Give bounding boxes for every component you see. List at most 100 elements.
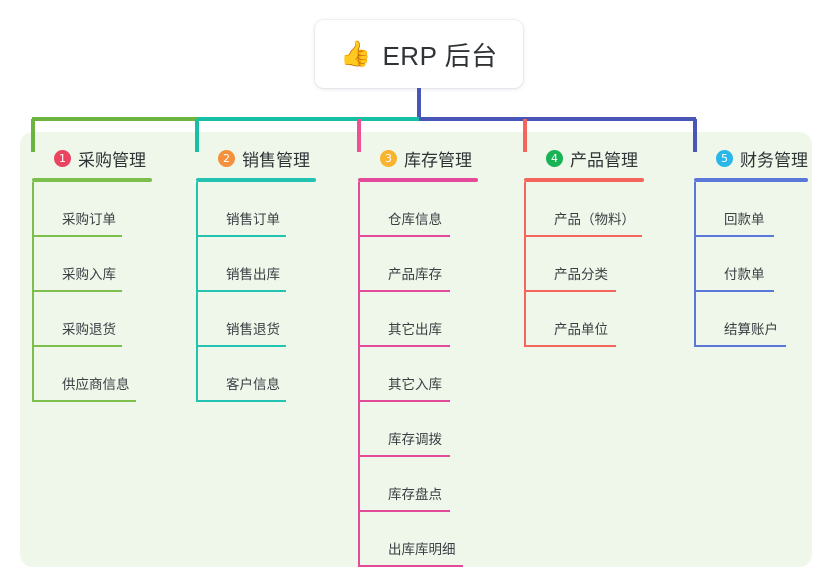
leaf-underline <box>524 235 642 237</box>
branch-title: 产品管理 <box>570 150 638 170</box>
leaf-underline <box>32 235 122 237</box>
branch-title: 财务管理 <box>740 150 808 170</box>
leaf-underline <box>358 290 450 292</box>
leaf-label: 产品库存 <box>388 267 442 282</box>
leaf-label: 采购退货 <box>62 322 116 337</box>
branch-underline <box>358 178 478 182</box>
branch-trunk-line <box>524 182 526 347</box>
leaf-item[interactable]: 回款单 <box>694 182 839 237</box>
leaf-label: 库存盘点 <box>388 487 442 502</box>
leaf-item[interactable]: 产品单位 <box>524 292 694 347</box>
leaf-underline <box>32 400 136 402</box>
leaf-item[interactable]: 库存调拨 <box>358 402 528 457</box>
leaf-item[interactable]: 付款单 <box>694 237 839 292</box>
branch-number-badge: 5 <box>716 149 733 167</box>
leaf-item[interactable]: 客户信息 <box>196 347 356 402</box>
branch-header[interactable]: 3 库存管理 <box>358 145 528 171</box>
leaf-list: 采购订单采购入库采购退货供应商信息 <box>32 182 192 402</box>
leaf-underline <box>694 290 774 292</box>
leaf-item[interactable]: 供应商信息 <box>32 347 192 402</box>
branch-underline <box>694 178 808 182</box>
leaf-underline <box>196 345 286 347</box>
leaf-list: 销售订单销售出库销售退货客户信息 <box>196 182 356 402</box>
leaf-list: 仓库信息产品库存其它出库其它入库库存调拨库存盘点出库库明细 <box>358 182 528 567</box>
leaf-label: 产品单位 <box>554 322 608 337</box>
leaf-label: 其它出库 <box>388 322 442 337</box>
leaf-label: 采购入库 <box>62 267 116 282</box>
leaf-item[interactable]: 其它入库 <box>358 347 528 402</box>
leaf-underline <box>358 235 450 237</box>
branch-trunk-line <box>358 182 360 567</box>
leaf-underline <box>358 565 463 567</box>
leaf-item[interactable]: 出库库明细 <box>358 512 528 567</box>
leaf-label: 产品（物料） <box>554 212 635 227</box>
leaf-item[interactable]: 库存盘点 <box>358 457 528 512</box>
thumbs-up-icon: 👍 <box>340 39 372 68</box>
branch-column: 3 库存管理仓库信息产品库存其它出库其它入库库存调拨库存盘点出库库明细 <box>358 145 528 567</box>
leaf-list: 产品（物料） 产品分类产品单位 <box>524 182 694 347</box>
leaf-label: 仓库信息 <box>388 212 442 227</box>
leaf-label: 付款单 <box>724 267 765 282</box>
branch-number-badge: 4 <box>546 149 563 167</box>
branch-number-badge: 3 <box>380 149 397 167</box>
branch-header[interactable]: 1 采购管理 <box>32 145 192 171</box>
leaf-underline <box>32 290 122 292</box>
branch-column: 5 财务管理回款单付款单结算账户 <box>694 145 839 347</box>
leaf-label: 库存调拨 <box>388 432 442 447</box>
branch-header[interactable]: 2 销售管理 <box>196 145 356 171</box>
branch-column: 1 采购管理采购订单采购入库采购退货供应商信息 <box>32 145 192 402</box>
leaf-item[interactable]: 销售订单 <box>196 182 356 237</box>
leaf-underline <box>694 235 774 237</box>
leaf-label: 其它入库 <box>388 377 442 392</box>
branch-trunk-line <box>694 182 696 347</box>
leaf-item[interactable]: 仓库信息 <box>358 182 528 237</box>
leaf-label: 销售订单 <box>226 212 280 227</box>
leaf-item[interactable]: 采购退货 <box>32 292 192 347</box>
leaf-item[interactable]: 产品库存 <box>358 237 528 292</box>
leaf-label: 结算账户 <box>724 322 778 337</box>
leaf-label: 销售退货 <box>226 322 280 337</box>
branch-title: 销售管理 <box>242 150 310 170</box>
leaf-item[interactable]: 采购订单 <box>32 182 192 237</box>
leaf-underline <box>196 290 286 292</box>
leaf-item[interactable]: 销售出库 <box>196 237 356 292</box>
leaf-label: 销售出库 <box>226 267 280 282</box>
root-node[interactable]: 👍 ERP 后台 <box>315 20 523 88</box>
leaf-item[interactable]: 产品分类 <box>524 237 694 292</box>
root-title: ERP 后台 <box>382 40 498 71</box>
branch-trunk-line <box>32 182 34 402</box>
leaf-label: 客户信息 <box>226 377 280 392</box>
branch-underline <box>524 178 644 182</box>
leaf-underline <box>524 290 616 292</box>
leaf-label: 回款单 <box>724 212 765 227</box>
leaf-item[interactable]: 其它出库 <box>358 292 528 347</box>
branch-header[interactable]: 5 财务管理 <box>694 145 839 171</box>
branch-trunk-line <box>196 182 198 402</box>
leaf-item[interactable]: 结算账户 <box>694 292 839 347</box>
diagram-panel <box>20 132 812 567</box>
branch-title: 采购管理 <box>78 150 146 170</box>
leaf-underline <box>358 510 450 512</box>
leaf-underline <box>358 345 450 347</box>
leaf-label: 供应商信息 <box>62 377 130 392</box>
root-node-content: 👍 ERP 后台 <box>340 36 497 73</box>
leaf-underline <box>358 455 450 457</box>
branch-number-badge: 1 <box>54 149 71 167</box>
leaf-underline <box>32 345 122 347</box>
leaf-label: 出库库明细 <box>388 542 456 557</box>
branch-title: 库存管理 <box>404 150 472 170</box>
branch-header[interactable]: 4 产品管理 <box>524 145 694 171</box>
branch-underline <box>196 178 316 182</box>
leaf-item[interactable]: 销售退货 <box>196 292 356 347</box>
leaf-item[interactable]: 产品（物料） <box>524 182 694 237</box>
branch-number-badge: 2 <box>218 149 235 167</box>
branch-column: 4 产品管理产品（物料） 产品分类产品单位 <box>524 145 694 347</box>
leaf-underline <box>196 400 286 402</box>
branch-underline <box>32 178 152 182</box>
branch-column: 2 销售管理销售订单销售出库销售退货客户信息 <box>196 145 356 402</box>
leaf-label: 采购订单 <box>62 212 116 227</box>
leaf-list: 回款单付款单结算账户 <box>694 182 839 347</box>
leaf-label: 产品分类 <box>554 267 608 282</box>
leaf-item[interactable]: 采购入库 <box>32 237 192 292</box>
